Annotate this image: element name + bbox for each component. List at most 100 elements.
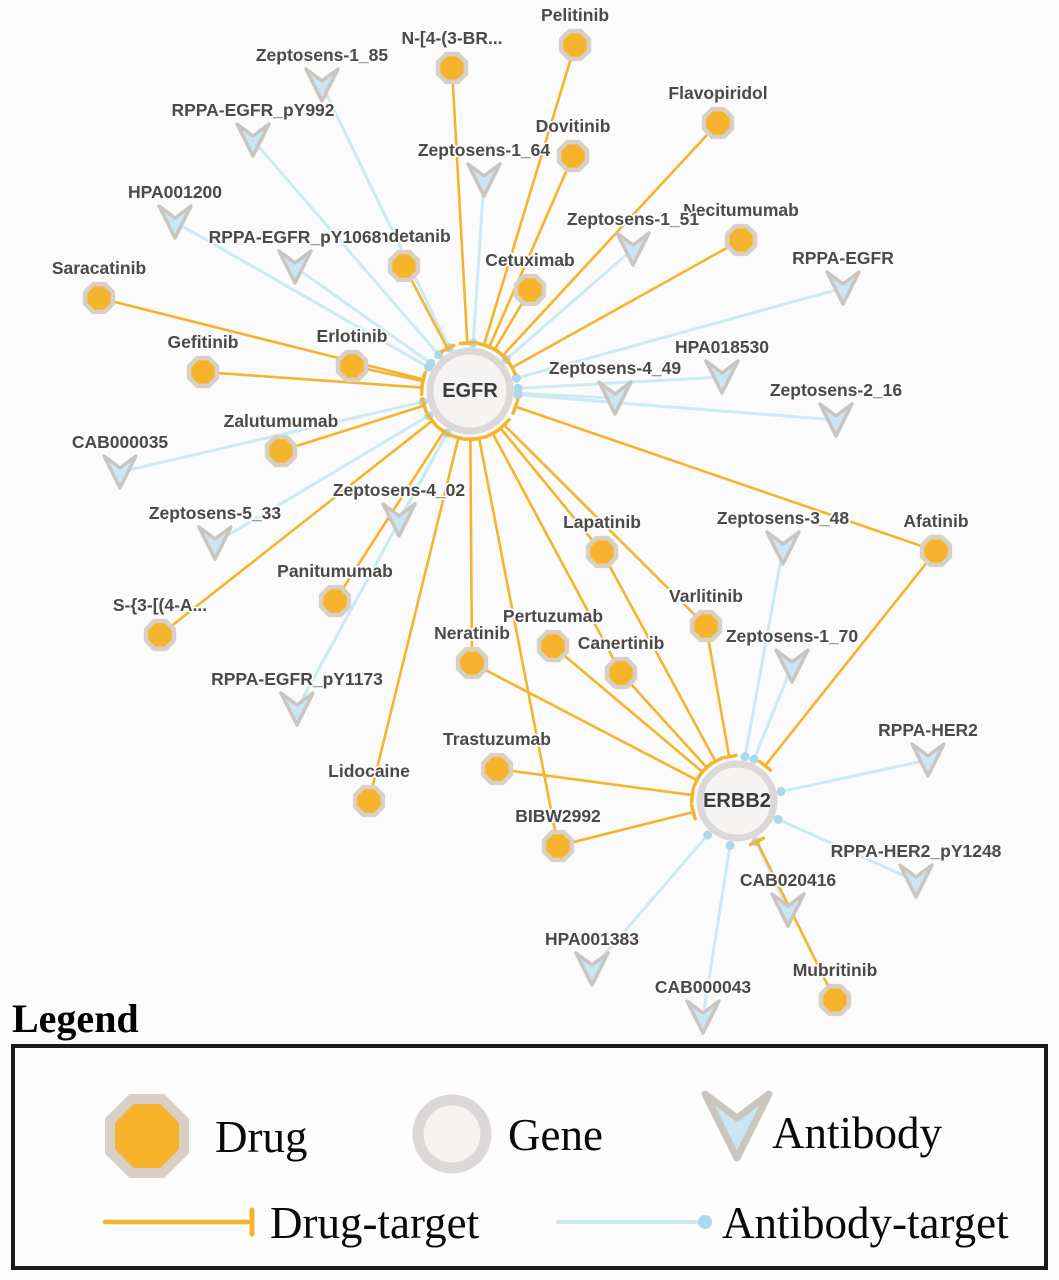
antibody-label-rppa-egfr_py1173: RPPA-EGFR_pY1173 xyxy=(211,669,383,689)
edge-zalutumumab-egfr xyxy=(290,404,426,449)
drug-node-s3-4a[interactable] xyxy=(143,618,177,652)
antibody-edges-layer xyxy=(127,91,921,1010)
legend-antibody-target-label: Antibody-target xyxy=(722,1198,1009,1248)
edge-bibw2992-egfr-tee-marker xyxy=(470,435,488,442)
antibody-label-cab000035: CAB000035 xyxy=(72,432,169,452)
antibody-node-hpa018530[interactable] xyxy=(704,359,740,395)
legend-gene-icon xyxy=(412,1094,492,1174)
drug-node-canertinib[interactable] xyxy=(604,656,638,690)
drug-label-dovitinib: Dovitinib xyxy=(536,116,611,136)
antibody-node-zeptosens-1_64[interactable] xyxy=(466,162,502,198)
edge-erlotinib-egfr xyxy=(361,366,425,383)
antibody-label-rppa-her2: RPPA-HER2 xyxy=(878,720,978,740)
drug-label-necitumumab: Necitumumab xyxy=(683,200,799,220)
drug-label-neratinib: Neratinib xyxy=(434,623,510,643)
drug-node-lidocaine[interactable] xyxy=(352,784,386,818)
edge-varlitinib-egfr xyxy=(502,423,700,620)
drug-node-pelitinib[interactable] xyxy=(558,28,592,62)
drug-node-cetuximab[interactable] xyxy=(513,273,547,307)
legend-antibody-icon xyxy=(701,1090,773,1162)
edge-trastuzumab-erbb2 xyxy=(506,769,694,797)
antibody-node-hpa001383[interactable] xyxy=(574,951,610,987)
edge-bibw2992-egfr xyxy=(477,436,558,837)
drug-label-lidocaine: Lidocaine xyxy=(328,761,410,781)
antibody-node-rppa-egfr[interactable] xyxy=(825,270,861,306)
edge-hpa001383-erbb2-dot-marker xyxy=(703,830,713,840)
drug-node-zalutumumab[interactable] xyxy=(264,434,298,468)
edge-zeptosens-1_70-erbb2 xyxy=(752,672,791,761)
drug-label-n4-3br: N-[4-(3-BR... xyxy=(401,28,502,48)
drug-node-lapatinib[interactable] xyxy=(585,535,619,569)
edge-cetuximab-egfr-tee-marker xyxy=(486,344,503,355)
legend-title: Legend xyxy=(12,996,139,1041)
edge-rppa-egfr-egfr xyxy=(514,288,836,380)
edge-afatinib-erbb2-tee-marker xyxy=(757,759,773,772)
antibody-node-rppa-egfr_py1173[interactable] xyxy=(279,691,315,727)
drug-node-dovitinib[interactable] xyxy=(556,139,590,173)
antibody-label-zeptosens-1_64: Zeptosens-1_64 xyxy=(418,140,551,160)
antibody-label-hpa001383: HPA001383 xyxy=(545,929,639,949)
edge-neratinib-egfr xyxy=(469,437,474,654)
antibody-node-zeptosens-1_51[interactable] xyxy=(615,231,651,267)
antibody-label-zeptosens-4_02: Zeptosens-4_02 xyxy=(333,480,466,500)
legend-antibody-label: Antibody xyxy=(772,1108,943,1158)
edge-varlitinib-egfr-tee-marker xyxy=(497,418,511,432)
drug-node-pertuzumab[interactable] xyxy=(536,629,570,663)
antibody-node-cab020416[interactable] xyxy=(770,892,806,928)
labels-layer: EGFRERBB2PelitinibN-[4-(3-BR...Dovitinib… xyxy=(50,3,1003,999)
legend-drug-target-label: Drug-target xyxy=(270,1198,480,1248)
legend: Legend Drug Gene Antibody Drug-target An… xyxy=(11,996,1048,1270)
drug-node-neratinib[interactable] xyxy=(455,646,489,680)
antibody-node-zeptosens-1_85[interactable] xyxy=(304,67,340,103)
edge-hpa001383-erbb2 xyxy=(596,833,710,964)
drug-label-pertuzumab: Pertuzumab xyxy=(503,606,603,626)
antibody-node-zeptosens-4_02[interactable] xyxy=(381,502,417,538)
antibody-label-zeptosens-2_16: Zeptosens-2_16 xyxy=(770,380,903,400)
drug-node-varlitinib[interactable] xyxy=(689,609,723,643)
nodes-layer xyxy=(82,28,953,1035)
edge-varlitinib-erbb2 xyxy=(706,635,731,758)
antibody-node-hpa001200[interactable] xyxy=(157,204,193,240)
antibody-node-rppa-egfr_py992[interactable] xyxy=(235,122,271,158)
edge-rppa-her2_py1248-erbb2-dot-marker xyxy=(773,814,783,824)
antibody-node-zeptosens-4_49[interactable] xyxy=(597,380,633,416)
edge-bibw2992-erbb2-tee-marker xyxy=(690,803,697,821)
edge-cab000043-erbb2-dot-marker xyxy=(725,841,735,850)
drug-node-vandetanib[interactable] xyxy=(387,249,421,283)
antibody-node-cab000043[interactable] xyxy=(685,999,721,1035)
drug-node-bibw2992[interactable] xyxy=(541,829,575,863)
antibody-label-zeptosens-1_70: Zeptosens-1_70 xyxy=(726,626,859,646)
antibody-node-cab000035[interactable] xyxy=(102,454,138,490)
drug-node-trastuzumab[interactable] xyxy=(480,752,514,786)
antibody-label-cab000043: CAB000043 xyxy=(655,977,752,997)
drug-node-n4-3br[interactable] xyxy=(435,51,469,85)
antibody-node-rppa-her2[interactable] xyxy=(910,742,946,778)
edge-hpa018530-egfr xyxy=(516,375,715,390)
drug-label-trastuzumab: Trastuzumab xyxy=(443,729,551,749)
drug-node-panitumumab[interactable] xyxy=(318,584,352,618)
antibody-node-zeptosens-5_33[interactable] xyxy=(197,525,233,561)
antibody-label-rppa-egfr_py992: RPPA-EGFR_pY992 xyxy=(171,100,334,120)
drug-node-flavopiridol[interactable] xyxy=(701,106,735,140)
antibody-node-rppa-her2_py1248[interactable] xyxy=(898,863,934,899)
gene-node-egfr[interactable] xyxy=(426,347,514,435)
antibody-node-rppa-egfr_py1068[interactable] xyxy=(277,249,313,285)
drug-label-saracatinib: Saracatinib xyxy=(52,258,146,278)
gene-label-egfr: EGFR xyxy=(442,380,498,402)
edge-rppa-egfr_py1068-egfr-dot-marker xyxy=(426,358,436,368)
drug-node-erlotinib[interactable] xyxy=(335,349,369,383)
drug-node-saracatinib[interactable] xyxy=(82,281,116,315)
edge-gefitinib-egfr xyxy=(212,371,424,389)
drug-node-mubritinib[interactable] xyxy=(818,983,852,1017)
legend-drug-label: Drug xyxy=(215,1112,307,1162)
antibody-node-zeptosens-1_70[interactable] xyxy=(774,648,810,684)
drug-label-canertinib: Canertinib xyxy=(578,633,665,653)
antibody-label-zeptosens-1_85: Zeptosens-1_85 xyxy=(256,45,389,65)
gene-node-erbb2[interactable] xyxy=(696,760,778,842)
edge-canertinib-egfr xyxy=(491,432,618,665)
antibody-node-zeptosens-3_48[interactable] xyxy=(765,530,801,566)
antibody-node-zeptosens-2_16[interactable] xyxy=(818,402,854,438)
drug-node-necitumumab[interactable] xyxy=(724,223,758,257)
drug-node-gefitinib[interactable] xyxy=(186,355,220,389)
drug-node-afatinib[interactable] xyxy=(919,534,953,568)
